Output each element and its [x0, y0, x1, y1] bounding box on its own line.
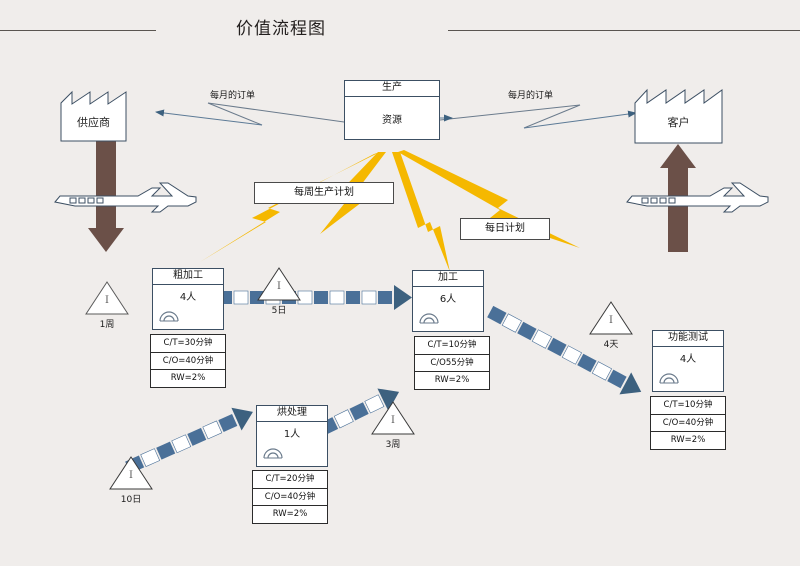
inventory-symbol: I: [277, 281, 281, 292]
databox-machining: C/T=10分钟 C/O55分钟 RW=2%: [414, 336, 490, 390]
inventory-label: 10日: [120, 495, 142, 505]
page-title: 价值流程图: [236, 19, 326, 39]
databox-row: C/T=30分钟: [151, 335, 225, 353]
inventory-label: 1周: [99, 320, 115, 330]
schedule-arrow-daily: [398, 150, 580, 248]
databox-row: C/O=40分钟: [651, 415, 725, 432]
title-rule-left: [0, 30, 156, 31]
production-control-box[interactable]: 生产 资源: [344, 80, 440, 140]
customer-entity[interactable]: 客户: [634, 80, 724, 144]
info-arrow-to-customer: [439, 104, 637, 129]
operator-icon: [418, 309, 440, 328]
databox-row: RW=2%: [670, 435, 706, 445]
airplane-icon-left: [54, 182, 197, 213]
supplier-label: 供应商: [77, 116, 110, 129]
databox-row: C/O55分钟: [415, 355, 489, 372]
databox-row: RW=2%: [272, 509, 308, 519]
weekly-plan-box[interactable]: 每周生产计划: [254, 182, 394, 204]
title-rule-right: [448, 30, 800, 31]
inventory-baking-in[interactable]: I 10日: [108, 455, 154, 505]
process-title: 功能测试: [653, 331, 723, 347]
push-arrow-to-baking: [125, 407, 253, 474]
inventory-label: 3周: [385, 440, 401, 450]
databox-row: RW=2%: [170, 373, 206, 383]
databox-row: C/O=40分钟: [151, 353, 225, 370]
production-control-body: 资源: [382, 115, 402, 126]
push-arrow-machining-to-test: [487, 305, 642, 395]
operator-icon: [658, 369, 680, 388]
process-functional-test[interactable]: 功能测试 4人: [652, 330, 724, 392]
process-staff-count: 4人: [179, 292, 197, 303]
databox-row: C/O=40分钟: [253, 489, 327, 506]
databox-baking-treatment: C/T=20分钟 C/O=40分钟 RW=2%: [252, 470, 328, 524]
info-label-customer-order: 每月的订单: [508, 91, 554, 101]
inventory-symbol: I: [129, 470, 133, 481]
databox-row: C/T=10分钟: [415, 337, 489, 355]
databox-rough-machining: C/T=30分钟 C/O=40分钟 RW=2%: [150, 334, 226, 388]
inventory-label: 4天: [603, 340, 619, 350]
inventory-test-in[interactable]: I 4天: [588, 300, 634, 350]
daily-plan-box[interactable]: 每日计划: [460, 218, 550, 240]
process-baking-treatment[interactable]: 烘处理 1人: [256, 405, 328, 467]
operator-icon: [158, 307, 180, 326]
process-title: 烘处理: [257, 406, 327, 422]
inventory-baking-out[interactable]: I 3周: [370, 400, 416, 450]
inventory-label: 5日: [271, 306, 287, 316]
info-arrow-to-supplier: [155, 102, 345, 126]
databox-row: C/T=20分钟: [253, 471, 327, 489]
customer-label: 客户: [667, 116, 690, 129]
process-staff-count: 4人: [679, 354, 697, 365]
production-control-header: 生产: [345, 81, 439, 97]
process-title: 粗加工: [153, 269, 223, 285]
process-staff-count: 1人: [283, 429, 301, 440]
inventory-supplier[interactable]: I 1周: [84, 280, 130, 330]
supplier-entity[interactable]: 供应商: [60, 82, 150, 142]
process-staff-count: 6人: [439, 294, 457, 305]
info-label-supplier-order: 每月的订单: [210, 91, 256, 101]
inventory-symbol: I: [391, 415, 395, 426]
inventory-symbol: I: [105, 295, 109, 306]
airplane-icon-right: [626, 182, 769, 213]
schedule-arrow-rough: [200, 152, 380, 262]
push-arrow-rough-to-machining: [218, 285, 412, 310]
process-rough-machining[interactable]: 粗加工 4人: [152, 268, 224, 330]
process-machining[interactable]: 加工 6人: [412, 270, 484, 332]
process-title: 加工: [413, 271, 483, 287]
databox-row: C/T=10分钟: [651, 397, 725, 415]
operator-icon: [262, 444, 284, 463]
inventory-symbol: I: [609, 315, 613, 326]
databox-functional-test: C/T=10分钟 C/O=40分钟 RW=2%: [650, 396, 726, 450]
databox-row: RW=2%: [434, 375, 470, 385]
inventory-rough-out[interactable]: I 5日: [256, 266, 302, 316]
schedule-arrow-machining: [392, 152, 450, 272]
